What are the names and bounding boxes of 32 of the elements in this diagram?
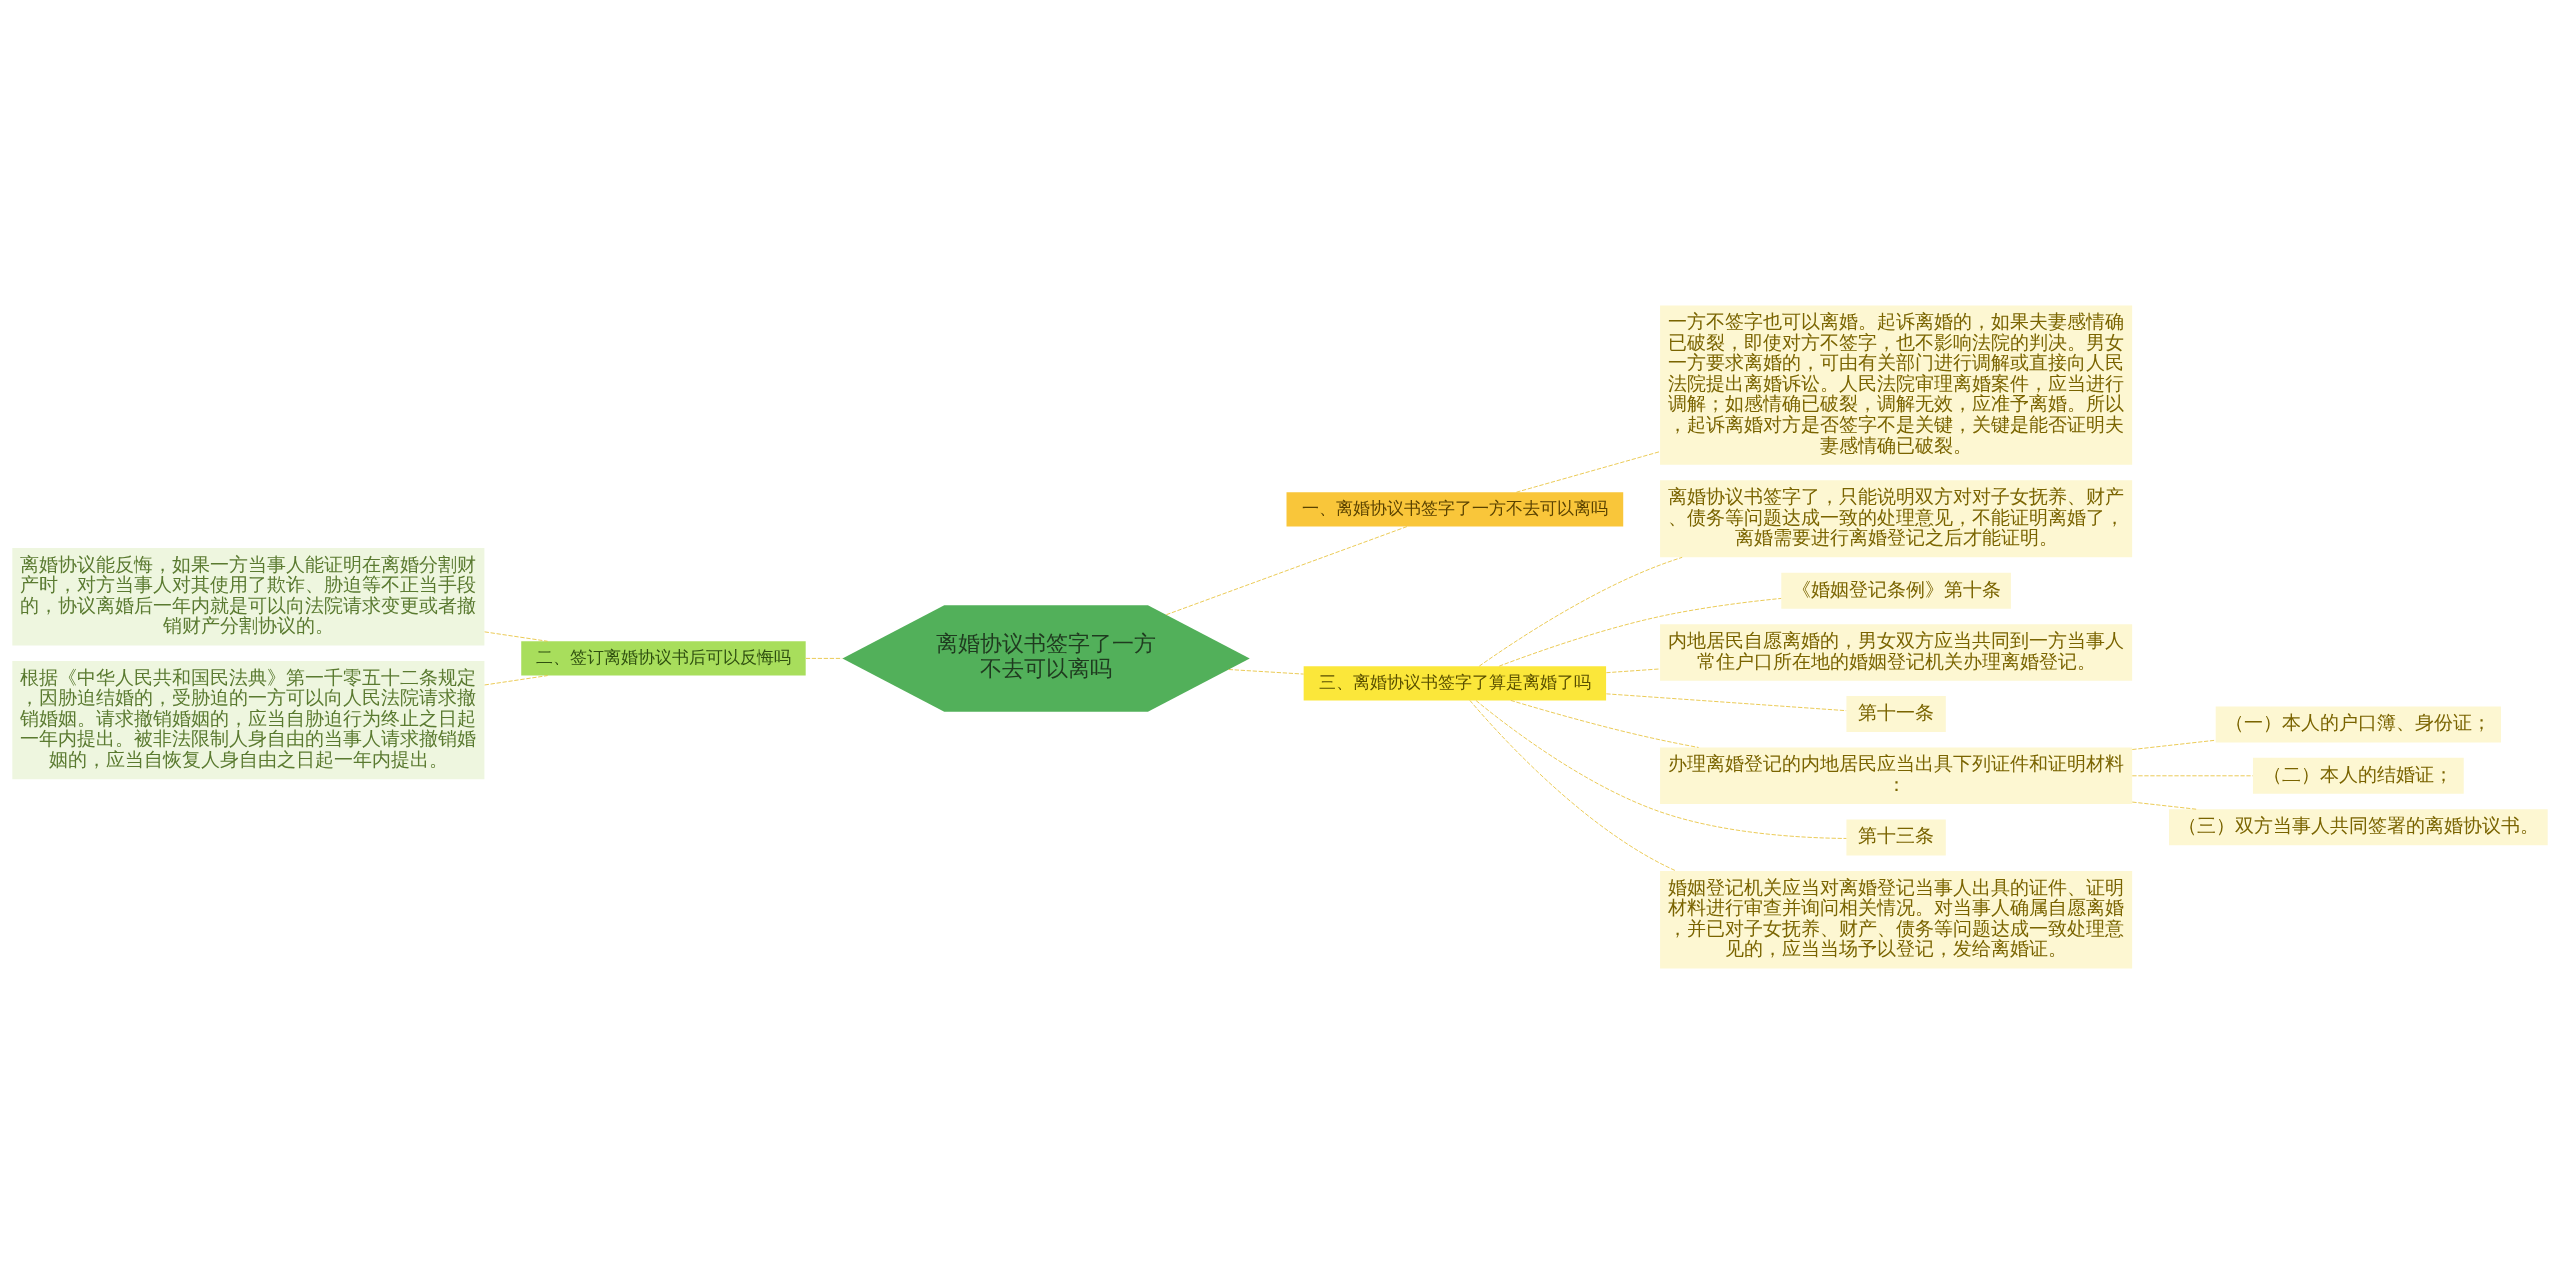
node-box: 离婚协议能反悔，如果一方当事人能证明在离婚分割财产时，对方当事人对其使用了欺诈、胁迫等不正当手段的，协议离婚后一年内就是可以向法院请求变更或者撤销财产分割协议的。	[12, 547, 485, 646]
connector	[1605, 668, 1661, 673]
node-box: 离婚协议书签字了，只能说明双方对对子女抚养、财产、债务等问题达成一致的处理意见，不能证明离婚了，离婚需要进行离婚登记之后才能证明。	[1660, 479, 2133, 557]
connector	[1605, 692, 1847, 711]
connector	[1475, 699, 1847, 839]
node-box: 一方不签字也可以离婚。起诉离婚的，如果夫妻感情确已破裂，即使对方不签字，也不影响法院的判决。男女一方要求离婚的，可由有关部门进行调解或直接向人民法院提出离婚诉讼。人民法院审理离婚案件，应当进行调解；如感情确已破裂，调解无效，应准予离婚。所以，起诉离婚对方是否签字不是关键，关键是能否证明夫妻感情确已破裂。	[1660, 304, 2133, 465]
node-box: 一、离婚协议书签字了一方不去可以离吗	[1286, 491, 1624, 526]
connector	[484, 630, 549, 642]
node-box: 《婚姻登记条例》第十条	[1781, 572, 2011, 609]
connector	[1478, 556, 1683, 667]
node-box: 二、签订离婚协议书后可以反悔吗	[521, 640, 806, 676]
node-box: （三）双方当事人共同签署的离婚协议书。	[2169, 808, 2548, 845]
node-box: 第十一条	[1846, 695, 1946, 732]
connector	[484, 674, 549, 685]
node-box: （一）本人的户口簿、身份证；	[2215, 705, 2501, 742]
connector	[805, 657, 843, 659]
connector	[2131, 739, 2217, 750]
connector	[2131, 774, 2254, 776]
connector	[1510, 699, 1700, 748]
connector	[1228, 668, 1304, 674]
node-box: 根据《中华人民共和国民法典》第一千零五十二条规定，因胁迫结婚的，受胁迫的一方可以向人民法院请求撤销婚姻。请求撤销婚姻的，应当自胁迫行为终止之日起一年内提出。被非法限制人身自由的当事人请求撤销婚姻的，应当自恢复人身自由之日起一年内提出。	[12, 660, 485, 779]
connector	[1498, 597, 1782, 667]
node-box: 婚姻登记机关应当对离婚登记当事人出具的证件、证明材料进行审查并询问相关情况。对当事人确属自愿离婚，并已对子女抚养、财产、债务等问题达成一致处理意见的，应当当场予以登记，发给离婚证。	[1660, 870, 2133, 969]
connector	[1165, 525, 1408, 615]
node-box: 办理离婚登记的内地居民应当出具下列证件和证明材料：	[1660, 747, 2133, 804]
node-box: （二）本人的结婚证；	[2252, 757, 2464, 794]
node-box: 第十三条	[1846, 819, 1946, 855]
node-box: 三、离婚协议书签字了算是离婚了吗	[1303, 665, 1607, 700]
connector	[1469, 699, 1677, 871]
connector	[1515, 450, 1661, 493]
connector	[2131, 801, 2197, 810]
node-box: 内地居民自愿离婚的，男女双方应当共同到一方当事人常住户口所在地的婚姻登记机关办理离婚登记。	[1660, 623, 2133, 681]
